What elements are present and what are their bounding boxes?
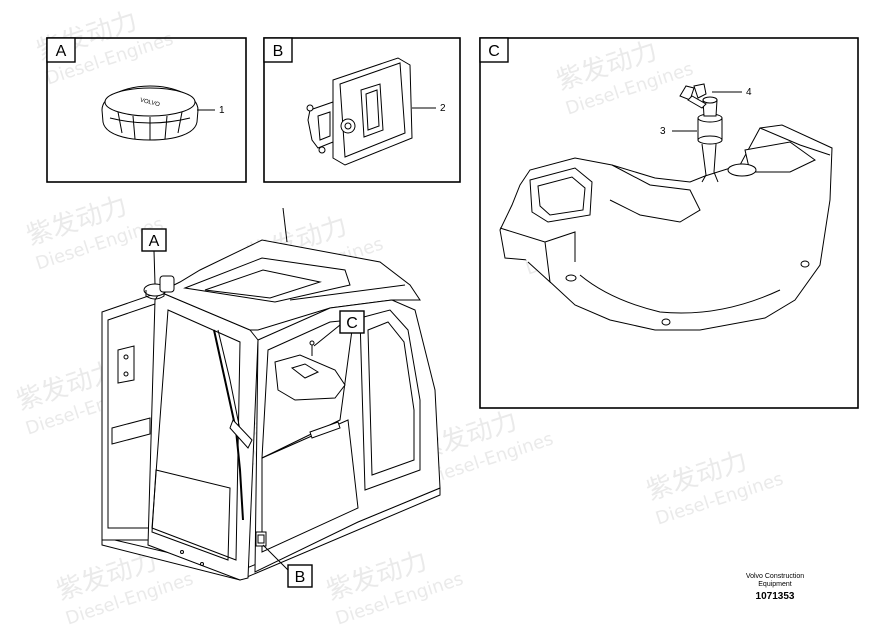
cab-leader-b — [262, 544, 289, 571]
detail-c-tag-box — [479, 37, 509, 63]
cab-tag-b-box — [287, 564, 313, 588]
callout-4: 4 — [746, 87, 752, 98]
detail-b-tag: B — [273, 43, 284, 60]
detail-a: A VOLVO 1 — [46, 37, 247, 183]
manufacturer-line2: Equipment — [758, 581, 792, 588]
ignition-switch — [697, 96, 723, 183]
cab-door-lock — [255, 531, 267, 547]
cab-tag-c: C — [346, 315, 358, 332]
cab-leader-c — [313, 324, 341, 347]
detail-a-tag: A — [56, 43, 67, 60]
detail-b-frame — [263, 37, 461, 183]
manufacturer-line1: Volvo Construction — [745, 573, 805, 580]
antenna — [282, 207, 288, 243]
detail-c-frame — [479, 37, 859, 409]
detail-c-tag: C — [488, 43, 500, 60]
detail-c: C — [479, 37, 859, 409]
cab-leader-a — [153, 250, 156, 285]
cab-tag-b: B — [295, 569, 306, 586]
door-lock — [306, 57, 413, 166]
detail-b-tag-box — [263, 37, 293, 63]
cap-brand-text: VOLVO — [139, 98, 160, 109]
detail-b: B 2 — [263, 37, 461, 183]
fuel-cap: VOLVO — [101, 85, 199, 141]
cab-tag-c-box — [339, 310, 365, 334]
cab-front-frame — [147, 291, 259, 581]
callout-2: 2 — [440, 103, 446, 114]
manufacturer-label: Volvo Construction Equipment — [720, 573, 830, 589]
console-housing — [499, 124, 833, 331]
detail-a-frame — [46, 37, 247, 183]
cab-assembly — [101, 207, 441, 581]
document-number: 1071353 — [755, 591, 795, 602]
cab-roof — [158, 239, 421, 331]
detail-a-tag-box — [46, 37, 76, 63]
cab-callout-b: B — [262, 544, 313, 588]
callout-3: 3 — [660, 126, 666, 137]
cab-callout-a: A — [141, 228, 167, 285]
ignition-key — [679, 83, 707, 109]
callout-1: 1 — [219, 105, 225, 116]
cab-callout-c: C — [313, 310, 365, 347]
cab-tag-a: A — [149, 233, 160, 250]
